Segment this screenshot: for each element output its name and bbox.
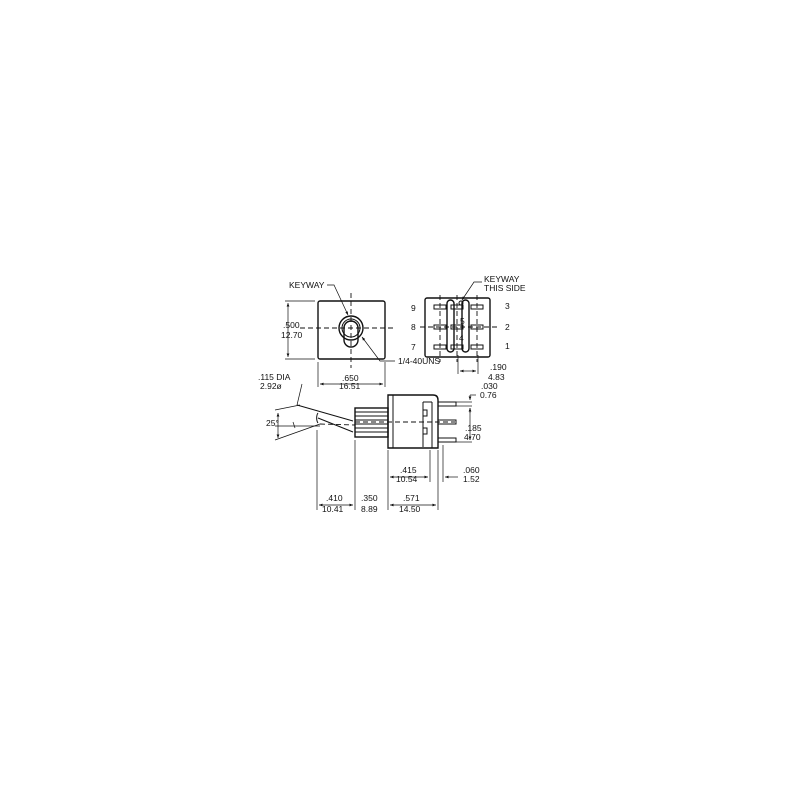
body-in: .415	[400, 465, 417, 475]
keyway-this-side-line2: THIS SIDE	[484, 283, 526, 293]
term-width-mm: 0.76	[480, 390, 497, 400]
angle-label: 25°	[266, 418, 279, 428]
height-mm: 12.70	[281, 330, 303, 340]
keyway-label: KEYWAY	[289, 280, 325, 290]
term-thk-mm: 1.52	[463, 474, 480, 484]
overall-mm: 14.50	[399, 504, 421, 514]
switch-body	[387, 394, 439, 449]
terminal-1: 1	[505, 341, 510, 351]
terminal-4: 4	[459, 333, 464, 343]
spacing-in: .190	[490, 362, 507, 372]
keyway-mark	[458, 300, 464, 306]
terminal-mid	[437, 419, 457, 425]
height-in: .500	[283, 320, 300, 330]
bushing-mm: 8.89	[361, 504, 378, 514]
bushing-circle	[338, 315, 364, 341]
terminal-2: 2	[505, 322, 510, 332]
overall-in: .571	[403, 493, 420, 503]
toggle-lever	[343, 320, 359, 348]
terminal-5: 5	[460, 316, 465, 326]
thread-label: 1/4-40UNS	[398, 356, 440, 366]
side-view: 25° .115 DIA 2.92ø .030 0.76 .185 4	[258, 372, 498, 514]
terminal-top	[437, 401, 457, 407]
term-pitch-mm: 4.70	[464, 432, 481, 442]
spacing-mm: 4.83	[488, 372, 505, 382]
actuator-slot-right	[461, 299, 470, 353]
front-view: KEYWAY 1/4-40UNS .500 12.70 .650 16.51	[281, 280, 440, 391]
term-thk-in: .060	[463, 465, 480, 475]
term-pitch-in: .185	[465, 423, 482, 433]
term-width-in: .030	[481, 381, 498, 391]
terminal-bottom	[437, 437, 457, 443]
bushing-in: .350	[361, 493, 378, 503]
terminal-7: 7	[411, 342, 416, 352]
lever-len-in: .410	[326, 493, 343, 503]
terminal-8: 8	[411, 322, 416, 332]
terminal-9: 9	[411, 303, 416, 313]
width-in: .650	[342, 373, 359, 383]
lever-dia-mm: 2.92ø	[260, 381, 282, 391]
actuator-slot-left	[446, 299, 455, 353]
width-mm: 16.51	[339, 381, 361, 391]
lever-len-mm: 10.41	[322, 504, 344, 514]
rear-view: KEYWAY THIS SIDE 9 8 7 3 2 1 5 4 .190 4.…	[411, 274, 526, 382]
terminal-3: 3	[505, 301, 510, 311]
lever-dia-in: .115 DIA	[258, 372, 291, 382]
keyway-this-side-line1: KEYWAY	[484, 274, 520, 284]
terminal-grid	[433, 304, 484, 350]
body-mm: 10.54	[396, 474, 418, 484]
